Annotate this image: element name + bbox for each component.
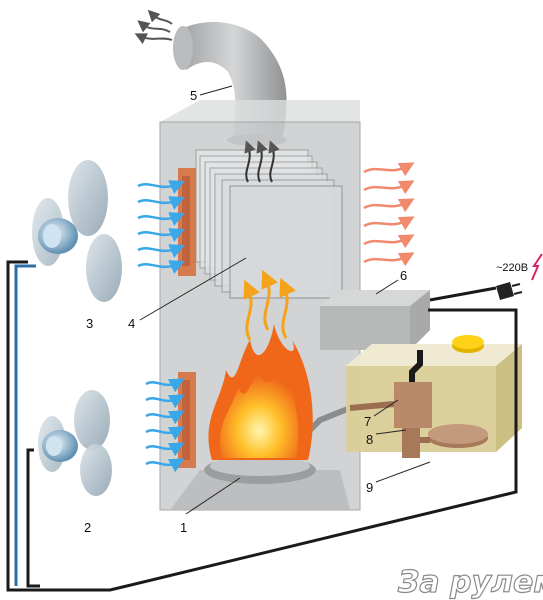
fan-icon <box>38 390 112 496</box>
intake-grille-upper <box>178 168 196 276</box>
callout-1: 1 <box>180 520 187 535</box>
fan-icon <box>32 160 122 302</box>
rising-heat-arrows <box>243 269 296 341</box>
callout-3: 3 <box>86 316 93 331</box>
fuel-tank <box>346 335 522 452</box>
flame-icon <box>208 324 313 460</box>
control-unit <box>320 290 430 350</box>
exhaust-smoke-arrows <box>134 9 173 45</box>
callout-5: 5 <box>190 88 197 103</box>
lightning-icon <box>531 253 543 281</box>
heat-exchanger <box>195 149 343 299</box>
flue-gas-arrows <box>244 140 280 183</box>
callout-6: 6 <box>400 268 407 283</box>
callout-4: 4 <box>128 316 135 331</box>
callout-7: 7 <box>364 414 371 429</box>
hot-air-arrows <box>363 162 415 267</box>
cold-air-arrows-lower <box>145 378 185 473</box>
electric-cables <box>6 260 518 592</box>
leader-lines <box>139 85 431 515</box>
callout-9: 9 <box>366 480 373 495</box>
power-label: ~220В <box>496 262 528 274</box>
power-plug-icon <box>496 282 523 300</box>
callout-2: 2 <box>84 520 91 535</box>
intake-grille-lower <box>178 372 196 468</box>
cold-air-arrows-upper <box>137 180 185 274</box>
callout-8: 8 <box>366 432 373 447</box>
fuel-pump <box>349 382 488 458</box>
brand-logo: За рулем <box>397 565 543 600</box>
